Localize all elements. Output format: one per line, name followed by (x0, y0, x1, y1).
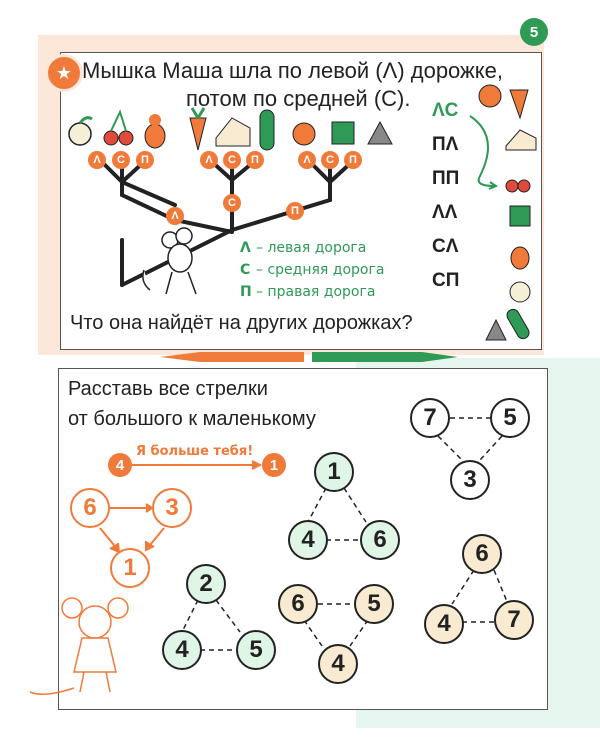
triangle-node[interactable]: 5 (236, 630, 276, 670)
triangle-node[interactable]: 5 (490, 398, 530, 438)
triangle-node[interactable]: 2 (186, 564, 226, 604)
tree-label: С (112, 151, 130, 169)
example-triangle-node: 6 (70, 488, 110, 528)
apple-icon (68, 116, 93, 146)
task2-line2: от большого к маленькому (68, 408, 316, 430)
tree-label: Λ (166, 207, 184, 225)
tree-label: Λ (88, 151, 106, 169)
tree-label: П (344, 151, 362, 169)
triangle-node[interactable]: 5 (354, 584, 394, 624)
triangle-node[interactable]: 7 (410, 398, 450, 438)
tree-label: П (136, 151, 154, 169)
task1-panel (60, 52, 542, 350)
carrot-icon (189, 107, 207, 151)
triangle-node[interactable]: 1 (314, 452, 354, 492)
pencils-divider (160, 352, 458, 362)
green-square-icon (331, 121, 355, 145)
orange-circle-icon (292, 122, 316, 146)
task1-question: Что она найдёт на других дорожках? (70, 312, 413, 334)
code-item: ПΛ (432, 134, 459, 155)
triangle-node[interactable]: 6 (278, 584, 318, 624)
cheese-icon (215, 117, 251, 147)
example-label: Я больше тебя! (136, 444, 254, 459)
triangle-node[interactable]: 3 (450, 460, 490, 500)
example-node: 1 (262, 453, 286, 477)
triangle-node[interactable]: 4 (288, 520, 328, 560)
task2-line1: Расставь все стрелки (68, 378, 268, 400)
tree-label: Λ (298, 151, 316, 169)
task1-line2: потом по средней (С). (186, 86, 411, 111)
code-item: СП (432, 270, 460, 291)
example-node: 4 (108, 453, 132, 477)
legend-left: Λ– левая дорога (240, 240, 367, 256)
triangle-node[interactable]: 6 (360, 520, 400, 560)
legend-middle: С– средняя дорога (240, 262, 385, 278)
legend-right: П– правая дорога (240, 284, 376, 300)
code-item: ΛΛ (432, 202, 458, 223)
triangle-node[interactable]: 6 (462, 534, 502, 574)
example-triangle-node: 1 (110, 548, 150, 588)
triangle-node[interactable]: 4 (318, 644, 358, 684)
example-triangle-node: 3 (152, 488, 192, 528)
code-item: ПП (432, 168, 460, 189)
tree-label: П (246, 151, 264, 169)
code-item: СΛ (432, 236, 459, 257)
tree-label: С (321, 151, 339, 169)
triangle-node[interactable]: 7 (494, 600, 534, 640)
mouse-bottom-icon (29, 597, 129, 695)
triangle-node[interactable]: 4 (162, 630, 202, 670)
pear-icon (144, 114, 166, 149)
page-number: 5 (520, 18, 548, 46)
cucumber-icon (259, 109, 275, 151)
task1-line1: Мышка Маша шла по левой (Λ) дорожке, (82, 58, 503, 83)
gray-triangle-icon (367, 120, 393, 145)
tree-label: Λ (200, 151, 218, 169)
mouse-icon (142, 227, 197, 295)
tree-label: С (223, 194, 241, 212)
tree-label: С (223, 151, 241, 169)
star-icon: ★ (45, 54, 83, 92)
answer-icons (478, 84, 537, 341)
code-answer: ΛС (432, 100, 459, 121)
cherries-icon (103, 109, 134, 146)
triangle-node[interactable]: 4 (424, 604, 464, 644)
tree-label: П (286, 202, 304, 220)
